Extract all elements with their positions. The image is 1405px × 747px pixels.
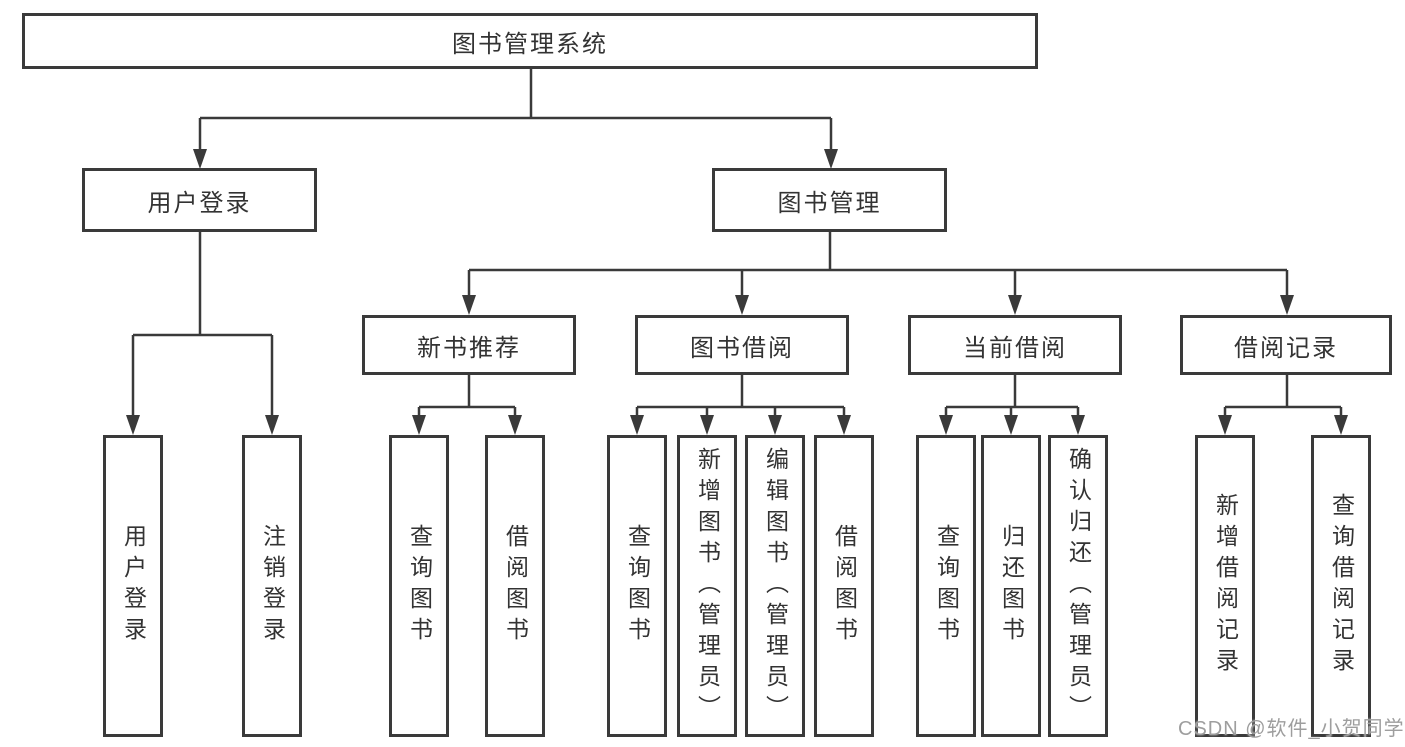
leaf-query-books-borrow: 查询图书 [607,435,667,737]
node-current-borrow: 当前借阅 [908,315,1122,375]
arrow-icon [700,415,714,435]
arrow-icon [824,149,838,169]
arrow-icon [768,415,782,435]
arrow-icon [1334,415,1348,435]
leaf-query-borrow-record: 查询借阅记录 [1311,435,1371,737]
connector-book-mgmt [467,232,1289,298]
arrow-icon [265,415,279,435]
leaf-query-books-recommend: 查询图书 [389,435,449,737]
leaf-logout: 注销登录 [242,435,302,737]
node-new-book-recommend: 新书推荐 [362,315,576,375]
node-book-borrow: 图书借阅 [635,315,849,375]
arrow-icon [1218,415,1232,435]
arrow-icon [630,415,644,435]
leaf-user-login: 用户登录 [103,435,163,737]
leaf-borrow-books: 借阅图书 [814,435,874,737]
connector-current [944,375,1080,418]
arrow-icon [939,415,953,435]
connector-user-login [131,232,274,418]
node-borrow-records: 借阅记录 [1180,315,1392,375]
leaf-borrow-books-recommend: 借阅图书 [485,435,545,737]
arrow-icon [508,415,522,435]
connector-new-book [417,375,517,418]
arrow-icon [412,415,426,435]
node-user-login: 用户登录 [82,168,317,232]
arrow-icon [1004,415,1018,435]
arrow-icon [1280,295,1294,315]
arrow-icon [735,295,749,315]
node-book-management: 图书管理 [712,168,947,232]
arrow-icon [126,415,140,435]
node-system-root: 图书管理系统 [22,13,1038,69]
connector-borrow [635,375,846,418]
leaf-add-borrow-record: 新增借阅记录 [1195,435,1255,737]
leaf-return-books: 归还图书 [981,435,1041,737]
leaf-confirm-return-admin: 确认归还（管理员） [1048,435,1108,737]
arrow-icon [462,295,476,315]
csdn-watermark: CSDN @软件_小贺同学 [1178,718,1405,740]
leaf-edit-books-admin: 编辑图书（管理员） [745,435,805,737]
connector-records [1223,375,1343,418]
arrowheads [126,149,1348,435]
leaf-query-books-current: 查询图书 [916,435,976,737]
arrow-icon [1008,295,1022,315]
arrow-icon [1071,415,1085,435]
arrow-icon [193,149,207,169]
connector-root [198,68,833,152]
arrow-icon [837,415,851,435]
leaf-add-books-admin: 新增图书（管理员） [677,435,737,737]
